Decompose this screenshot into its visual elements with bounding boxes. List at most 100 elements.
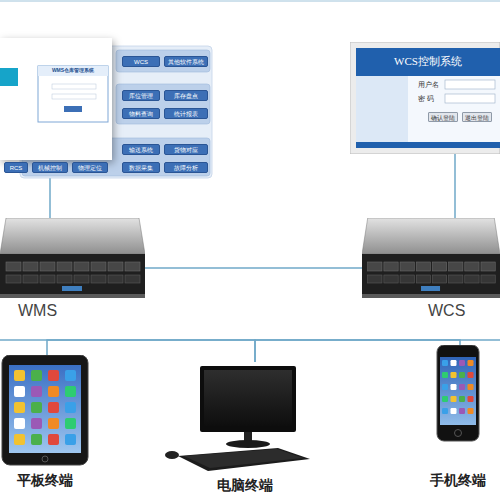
- app-icon: [65, 418, 76, 429]
- server-lid: [362, 218, 500, 254]
- app-icon: [451, 360, 457, 366]
- drive-bay: [465, 275, 479, 283]
- drive-bay: [465, 262, 479, 271]
- software-window-art: [0, 38, 112, 160]
- menu-band: [116, 50, 210, 72]
- app-icon: [468, 396, 474, 402]
- login-button: [64, 106, 82, 112]
- server-lid: [0, 218, 145, 254]
- tablet-terminal: 平板终端: [0, 355, 90, 495]
- server: WMS: [0, 218, 145, 323]
- drive-bay: [108, 275, 123, 283]
- pc-terminal: 电脑终端: [160, 362, 330, 496]
- drive-bay: [125, 275, 140, 283]
- drive-bay: [57, 275, 72, 283]
- input-field: [445, 94, 495, 103]
- server-art: [0, 218, 145, 298]
- drive-bay: [40, 262, 55, 271]
- app-icon: [442, 408, 448, 414]
- logo-block: [0, 68, 18, 86]
- app-icon: [14, 370, 25, 381]
- node-label: 平板终端: [0, 472, 90, 488]
- server-front: [362, 254, 500, 294]
- status-panel: [421, 286, 440, 291]
- monitor-bezel: [350, 42, 500, 154]
- app-icon: [14, 386, 25, 397]
- network-link: [255, 340, 460, 362]
- node-label: 手机终端: [415, 472, 500, 488]
- app-icon: [31, 418, 42, 429]
- drive-bay: [23, 275, 38, 283]
- home-button: [42, 456, 48, 462]
- drive-bay: [23, 262, 38, 271]
- home-button: [455, 430, 462, 437]
- phone-body: [437, 345, 479, 441]
- drive-bay: [91, 275, 106, 283]
- app-icon: [65, 370, 76, 381]
- app-icon: [14, 434, 25, 445]
- drive-bay: [108, 262, 123, 271]
- pc-terminal-art: [160, 362, 330, 474]
- node-label: WMS仓库管理系统: [40, 68, 106, 74]
- app-icon: [31, 370, 42, 381]
- app-icon: [442, 360, 448, 366]
- app-icon: [14, 418, 25, 429]
- monitor-screen: [204, 370, 292, 426]
- app-icon: [459, 372, 465, 378]
- phone-terminal: 手机终端: [415, 345, 500, 495]
- screen-side: [356, 76, 408, 142]
- drive-bay: [432, 262, 446, 271]
- drive-bay: [416, 275, 430, 283]
- drive-bay: [57, 262, 72, 271]
- phone-screen: [440, 357, 476, 425]
- drive-bay: [400, 262, 414, 271]
- drive-bay: [449, 262, 463, 271]
- app-icon: [442, 384, 448, 390]
- mouse: [165, 451, 179, 459]
- tablet-body: [2, 355, 88, 465]
- input-field: [52, 94, 96, 99]
- top-rule: [0, 1, 500, 2]
- keyboard-keys: [184, 449, 303, 468]
- app-icon: [31, 386, 42, 397]
- drive-bay: [6, 262, 21, 271]
- tablet-screen: [9, 365, 81, 453]
- drive-bay: [74, 262, 89, 271]
- drive-bay: [400, 275, 414, 283]
- app-icon: [451, 396, 457, 402]
- drive-bay: [368, 262, 382, 271]
- node-label: WMS: [18, 302, 88, 320]
- drive-bay: [91, 262, 106, 271]
- monitor-frame: [200, 366, 296, 432]
- status-panel: [62, 286, 82, 291]
- server: WCS: [362, 218, 500, 323]
- window-body: [0, 38, 112, 160]
- server-front: [0, 254, 145, 294]
- app-icon: [14, 402, 25, 413]
- drive-bay: [384, 262, 398, 271]
- app-icon: [65, 434, 76, 445]
- app-icon: [48, 434, 59, 445]
- dialog-header: [38, 66, 108, 76]
- app-icon: [48, 402, 59, 413]
- app-icon: [48, 370, 59, 381]
- app-icon: [451, 372, 457, 378]
- drive-bay: [125, 262, 140, 271]
- drive-bay: [481, 262, 495, 271]
- app-icon: [48, 418, 59, 429]
- app-icon: [31, 434, 42, 445]
- input-field: [52, 84, 96, 89]
- app-icon: [31, 402, 42, 413]
- drive-bay: [449, 275, 463, 283]
- screen-footer: [356, 142, 500, 148]
- screen-header: [356, 48, 500, 76]
- app-icon: [442, 396, 448, 402]
- app-icon: [468, 360, 474, 366]
- app-icon: [459, 396, 465, 402]
- node-label: WCS: [428, 302, 498, 320]
- login-dialog: [38, 66, 108, 122]
- app-icon: [451, 408, 457, 414]
- drive-bay: [6, 275, 21, 283]
- app-icon: [442, 372, 448, 378]
